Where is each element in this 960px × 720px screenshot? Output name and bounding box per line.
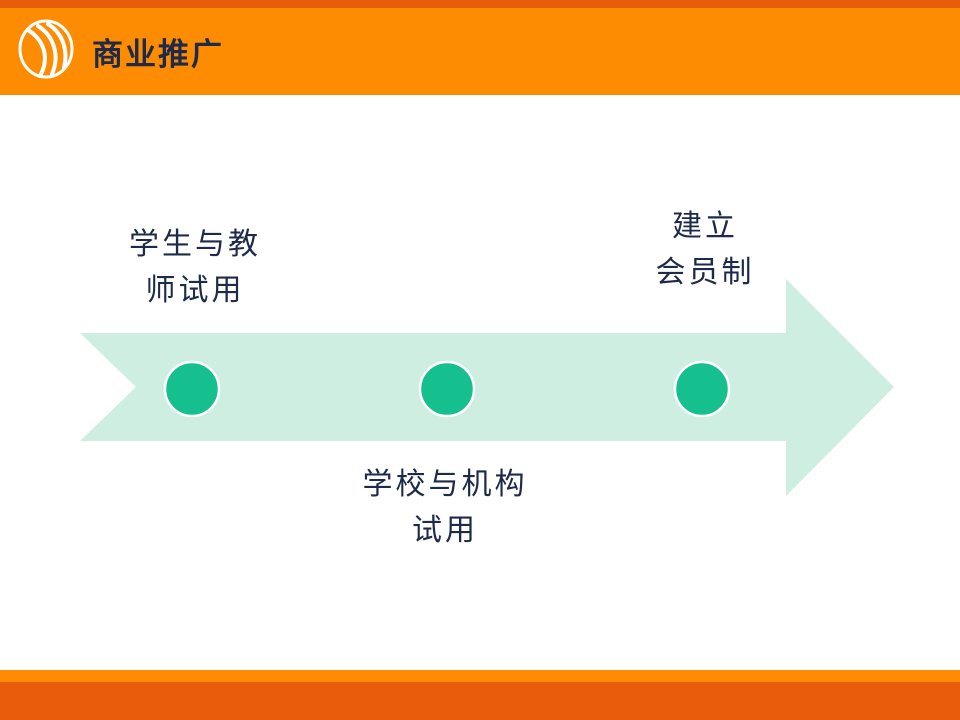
stage-node-3 (673, 360, 731, 418)
stage-label-student-teacher-trial: 学生与教 师试用 (100, 222, 290, 314)
stage-label-membership: 建立 会员制 (600, 204, 810, 296)
stage-label-school-institution-trial: 学校与机构 试用 (320, 462, 570, 554)
stage-label-line: 学校与机构 (362, 467, 528, 502)
footer-bar (0, 682, 960, 720)
stage-node-2 (418, 360, 476, 418)
footer-accent-strip (0, 670, 960, 682)
top-accent-strip (0, 0, 960, 8)
stage-label-line: 学生与教 (129, 227, 261, 262)
stage-node-1 (163, 360, 221, 418)
header-bar (0, 8, 960, 95)
stage-label-line: 会员制 (655, 255, 755, 290)
stage-label-line: 师试用 (145, 273, 245, 308)
stage-label-line: 试用 (412, 513, 478, 548)
swoosh-logo-icon (18, 19, 74, 79)
arrow-shape (80, 279, 894, 496)
stage-label-line: 建立 (672, 209, 738, 244)
slide-title: 商业推广 (92, 37, 224, 73)
